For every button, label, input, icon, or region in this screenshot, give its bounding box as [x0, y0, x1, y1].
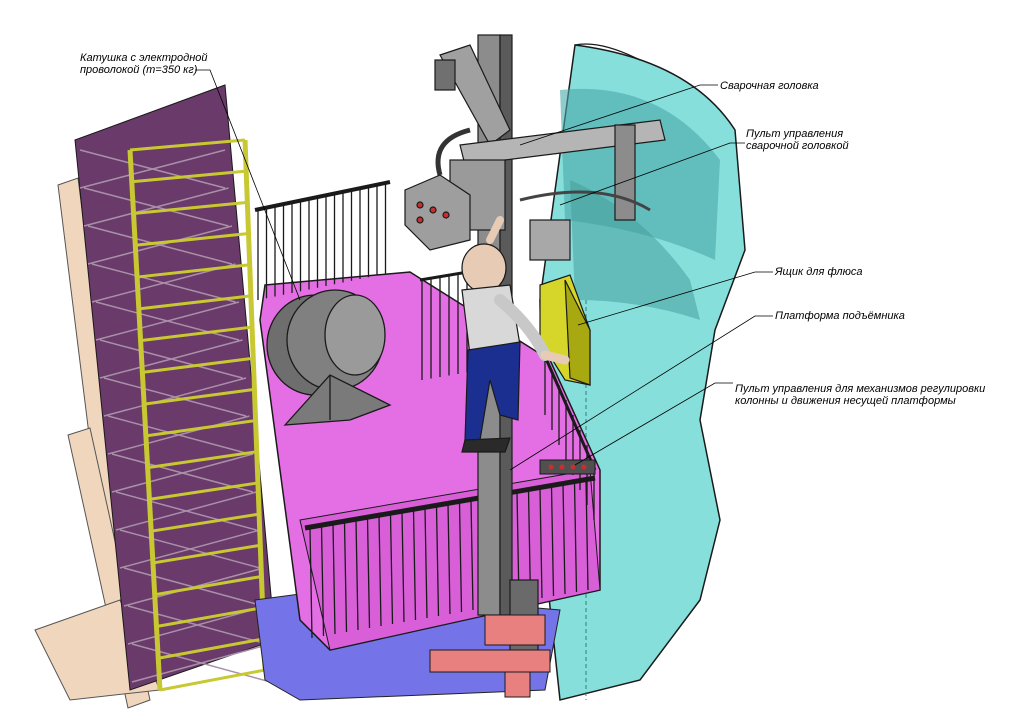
label-flux-box-line1: Ящик для флюса: [775, 266, 863, 278]
label-spool-line2: проволокой (m=350 кг): [80, 64, 198, 76]
lattice-brace: [107, 415, 250, 455]
railing-post: [320, 525, 325, 637]
railing-post: [470, 499, 474, 611]
railing-post: [309, 527, 313, 639]
electrode-wire-spool: [266, 289, 392, 426]
ladder-rung: [131, 169, 247, 184]
ladder-rail: [242, 139, 268, 671]
ladder-rung: [142, 356, 254, 374]
railing-post: [447, 503, 451, 615]
ladder-rung: [149, 481, 259, 501]
lattice-brace: [83, 187, 229, 227]
ladder-rung: [136, 263, 250, 279]
lattice-brace: [131, 643, 271, 683]
railing-top-bar: [254, 180, 391, 212]
weld-head-control-box: [404, 174, 471, 251]
railing-post: [539, 487, 543, 599]
welding-head-assembly: [434, 44, 666, 261]
railing-top-bar: [538, 344, 597, 471]
ladder-rung: [143, 387, 255, 406]
column-control-panel: [539, 459, 596, 475]
label-weld-head: Сварочная головка: [720, 80, 819, 92]
label-spool: Катушка с электродной проволокой (m=350 …: [80, 52, 208, 76]
ladder-rung: [138, 294, 252, 311]
railing-top-bar: [304, 475, 596, 531]
label-lift-platform-line1: Платформа подъёмника: [775, 310, 905, 322]
railing-post: [343, 521, 348, 633]
operator-figure: [461, 216, 570, 453]
lattice-brace: [99, 339, 243, 379]
ladder-rung: [159, 668, 266, 692]
label-flux-box: Ящик для флюса: [775, 266, 862, 278]
railing-post: [458, 501, 463, 613]
label-weld-head-line1: Сварочная головка: [720, 80, 819, 92]
ladder-rung: [147, 450, 257, 470]
lattice-brace: [103, 377, 247, 417]
railing-post: [562, 483, 566, 595]
ladder-rung: [140, 325, 253, 343]
railing-post: [585, 479, 589, 591]
ladder-rung: [129, 138, 246, 152]
railing-post: [355, 519, 359, 631]
lattice-brace: [111, 453, 254, 493]
ladder-rail: [127, 149, 163, 691]
railing-post: [378, 515, 382, 627]
ladder-rung: [152, 543, 261, 565]
label-column-panel-line2: колонны и движения несущей платформы: [735, 395, 956, 407]
label-weld-head-panel-line1: Пульт управления: [746, 128, 844, 140]
ladder-rung: [154, 574, 262, 597]
lattice-brace: [87, 225, 233, 265]
railing-post: [366, 517, 371, 629]
railing-post: [412, 509, 417, 621]
ladder: [127, 138, 268, 692]
label-spool-line1: Катушка с электродной: [80, 52, 208, 64]
label-weld-head-panel-line2: сварочной головкой: [746, 140, 849, 152]
railing-post: [550, 485, 555, 597]
railing-post: [332, 523, 336, 635]
ladder-rung: [133, 200, 248, 216]
lattice-brace: [95, 301, 240, 341]
railing-post: [389, 513, 394, 625]
ladder-rung: [150, 512, 260, 533]
label-lift-platform: Платформа подъёмника: [775, 310, 905, 322]
railing-post: [435, 505, 440, 617]
ladder-rung: [156, 606, 263, 628]
label-weld-head-panel: Пульт управления сварочной головкой: [746, 128, 849, 152]
ladder-rung: [157, 637, 265, 660]
label-column-panel-line1: Пульт управления для механизмов регулиро…: [735, 383, 986, 395]
railing-post: [573, 481, 578, 593]
label-column-panel: Пульт управления для механизмов регулиро…: [735, 383, 985, 407]
ladder-rung: [135, 232, 249, 247]
ladder-rung: [145, 419, 256, 438]
railing-post: [401, 511, 405, 623]
lattice-brace: [79, 149, 226, 189]
column-carriage: [429, 614, 551, 698]
lattice-brace: [115, 491, 257, 531]
lattice-brace: [119, 529, 261, 569]
leader-lines: [195, 69, 773, 471]
railing-post: [424, 507, 428, 619]
